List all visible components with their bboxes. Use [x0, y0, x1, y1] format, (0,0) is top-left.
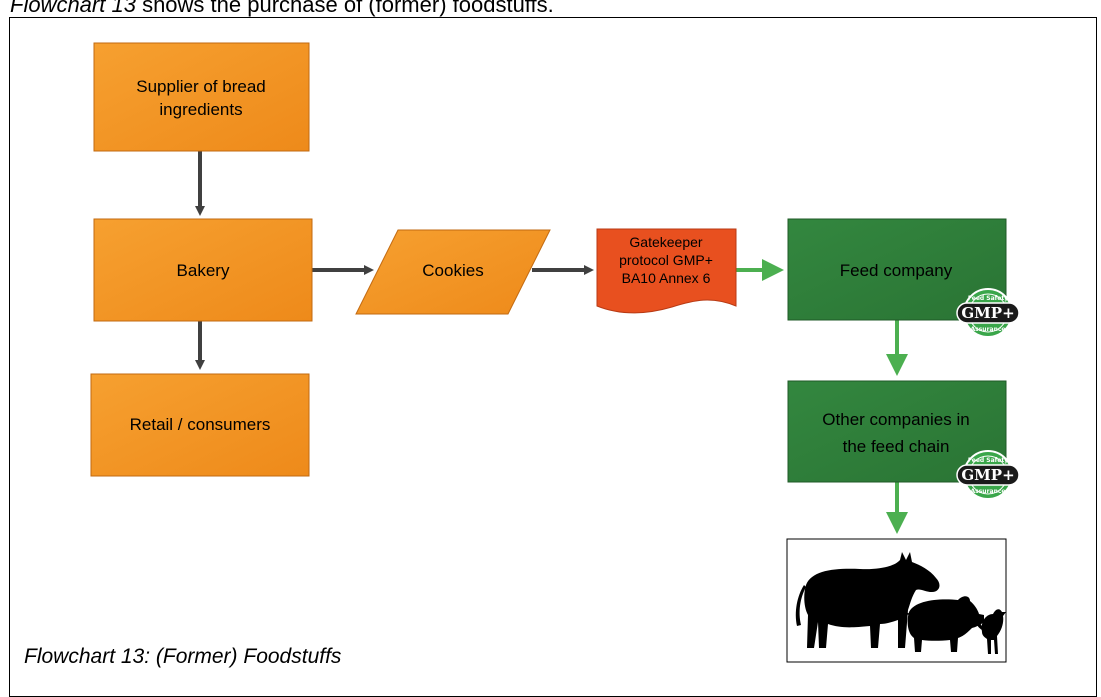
gmp-badge-ring-bottom: Assurance [971, 326, 1006, 333]
supplier-label-line1: Supplier of bread [136, 77, 265, 96]
gmp-badge-text: GMP+ [961, 304, 1014, 322]
node-cookies: Cookies [355, 229, 551, 315]
node-supplier: Supplier of bread ingredients [93, 42, 310, 152]
cow-icon [795, 552, 940, 648]
gmp-badge-icon: Feed Safety GMP+ Assurance [956, 288, 1020, 338]
gmp-badge-ring-top: Feed Safety [968, 295, 1008, 302]
supplier-label-line2: ingredients [159, 100, 242, 119]
gatekeeper-label-line2: protocol GMP+ [619, 252, 713, 268]
cookies-label: Cookies [422, 261, 483, 280]
node-retail: Retail / consumers [90, 373, 310, 477]
intro-flowchart-ref: Flowchart 13 [10, 0, 136, 17]
node-gatekeeper: Gatekeeper protocol GMP+ BA10 Annex 6 [596, 228, 737, 314]
bakery-label: Bakery [177, 261, 230, 280]
flowchart-diagram: Supplier of bread ingredients Bakery Ret… [90, 42, 1020, 663]
gatekeeper-label-line3: BA10 Annex 6 [622, 270, 711, 286]
gmp-badge-ring-bottom: Assurance [971, 488, 1006, 495]
intro-sentence: shows the purchase of (former) foodstuff… [135, 0, 554, 17]
feed-company-label: Feed company [840, 261, 953, 280]
pig-icon [902, 596, 984, 652]
gmp-badge-ring-top: Feed Safety [968, 457, 1008, 464]
node-bakery: Bakery [93, 218, 313, 322]
node-animals [786, 538, 1007, 663]
gmp-badge-text: GMP+ [961, 466, 1014, 484]
other-companies-label-line2: the feed chain [843, 437, 950, 456]
node-feed-company: Feed company [787, 218, 1007, 321]
chicken-icon [975, 609, 1006, 654]
gatekeeper-label-line1: Gatekeeper [629, 234, 702, 250]
figure-caption: Flowchart 13: (Former) Foodstuffs [24, 645, 342, 668]
gmp-badge-icon: Feed Safety GMP+ Assurance [956, 450, 1020, 500]
node-other-companies: Other companies in the feed chain [787, 380, 1007, 483]
retail-label: Retail / consumers [130, 415, 271, 434]
other-companies-label-line1: Other companies in [822, 410, 969, 429]
intro-text: Flowchart 13 shows the purchase of (form… [10, 0, 554, 18]
